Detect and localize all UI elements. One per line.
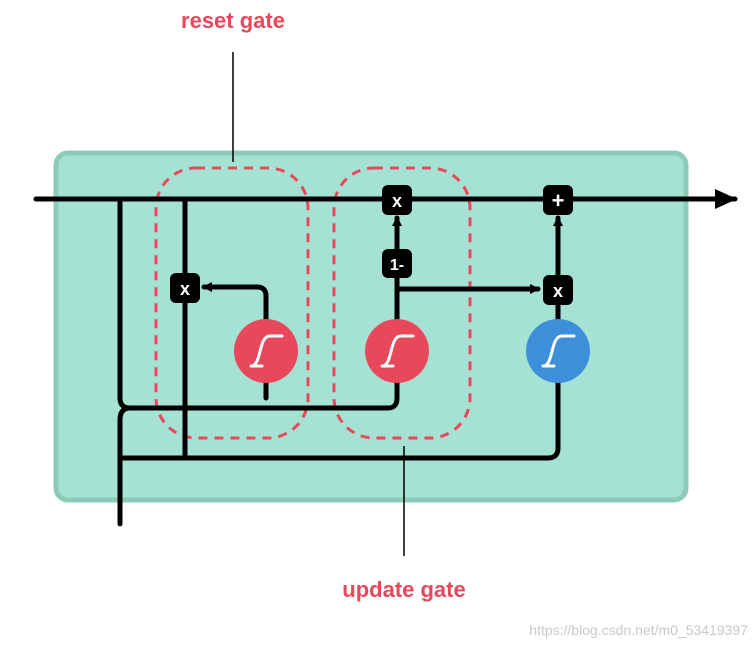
reset-gate-label: reset gate — [181, 8, 285, 33]
state-multiply-op: x — [382, 185, 412, 215]
cell-body — [53, 150, 689, 503]
update-gate-label: update gate — [342, 577, 465, 602]
candidate-multiply-op: x — [543, 275, 573, 305]
svg-text:x: x — [553, 281, 563, 301]
candidate-tanh — [526, 319, 590, 383]
input-line — [117, 405, 133, 527]
svg-text:x: x — [392, 191, 402, 211]
one-minus-op: 1- — [382, 249, 412, 278]
update-gate-outline — [332, 166, 472, 440]
svg-text:1-: 1- — [390, 257, 404, 274]
reset-input-line — [201, 282, 269, 401]
svg-text:+: + — [552, 188, 565, 213]
tanh-icon — [541, 334, 576, 368]
reset-gate-outline — [154, 166, 310, 440]
add-op: + — [543, 185, 573, 215]
hidden-branch-left — [117, 196, 400, 411]
sigmoid-icon — [249, 334, 284, 368]
sigmoid-icon — [380, 334, 415, 368]
wires — [33, 189, 738, 527]
candidate-input-line — [117, 373, 561, 461]
svg-text:x: x — [180, 279, 190, 299]
reset-multiply-op: x — [170, 273, 200, 303]
watermark: https://blog.csdn.net/m0_53419397 — [529, 622, 748, 638]
reset-sigmoid — [234, 319, 298, 383]
update-sigmoid — [365, 319, 429, 383]
